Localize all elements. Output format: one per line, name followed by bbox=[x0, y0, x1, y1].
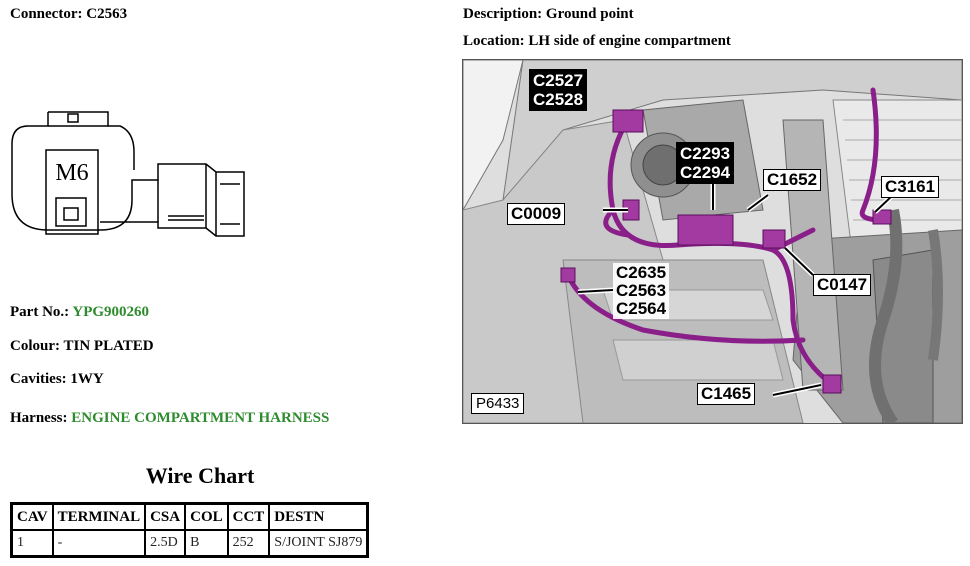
cell-csa: 2.5D bbox=[144, 529, 187, 558]
callout-c0147: C0147 bbox=[813, 274, 872, 296]
col-terminal: TERMINAL bbox=[51, 502, 147, 531]
table-header-row: CAV TERMINAL CSA COL CCT DESTN bbox=[10, 502, 369, 531]
part-no-value: YPG900260 bbox=[72, 304, 150, 320]
callout-c2293: C2293 bbox=[680, 144, 731, 163]
callout-c2563: C2563 bbox=[616, 281, 667, 300]
cavities-value: 1WY bbox=[70, 371, 104, 387]
colour-value: TIN PLATED bbox=[63, 338, 154, 354]
col-cav: CAV bbox=[10, 502, 54, 531]
callout-c2564: C2564 bbox=[616, 299, 667, 318]
connector-label: Connector: C2563 bbox=[10, 6, 128, 22]
cell-cav: 1 bbox=[10, 529, 54, 558]
colour-label: Colour: TIN PLATED bbox=[10, 338, 154, 354]
cavities-label: Cavities: 1WY bbox=[10, 371, 104, 387]
col-cct: CCT bbox=[226, 502, 271, 531]
col-destn: DESTN bbox=[268, 502, 369, 531]
callout-c0009: C0009 bbox=[507, 203, 566, 225]
photo-reference: P6433 bbox=[471, 393, 525, 414]
connector-diagram: M6 bbox=[11, 111, 245, 237]
cell-col: B bbox=[184, 529, 229, 558]
location-value: LH side of engine compartment bbox=[528, 33, 731, 49]
wire-chart-table: CAV TERMINAL CSA COL CCT DESTN 1 - 2.5D … bbox=[10, 502, 370, 558]
harness-value: ENGINE COMPARTMENT HARNESS bbox=[71, 410, 330, 426]
callout-c2527: C2527 bbox=[533, 71, 584, 90]
connector-value: C2563 bbox=[86, 6, 128, 22]
callout-c1652: C1652 bbox=[763, 169, 822, 191]
callout-c2294: C2294 bbox=[680, 163, 731, 182]
callout-c2527-c2528: C2527 C2528 bbox=[529, 69, 588, 111]
table-row: 1 - 2.5D B 252 S/JOINT SJ879 bbox=[10, 529, 369, 558]
engine-illustration bbox=[463, 60, 962, 423]
description-label: Description: Ground point bbox=[463, 6, 634, 22]
callout-c1465: C1465 bbox=[697, 383, 756, 405]
col-csa: CSA bbox=[144, 502, 187, 531]
cell-terminal: - bbox=[51, 529, 147, 558]
callout-c2293-c2294: C2293 C2294 bbox=[676, 142, 735, 184]
m6-label: M6 bbox=[55, 160, 88, 186]
location-label: Location: LH side of engine compartment bbox=[463, 33, 731, 49]
cell-cct: 252 bbox=[226, 529, 271, 558]
wire-chart-title: Wire Chart bbox=[145, 463, 255, 488]
col-col: COL bbox=[184, 502, 229, 531]
callout-c2635-group: C2635 C2563 C2564 bbox=[613, 263, 670, 319]
cell-destn: S/JOINT SJ879 bbox=[268, 529, 369, 558]
callout-c2528: C2528 bbox=[533, 90, 584, 109]
engine-compartment-photo: C2527 C2528 C2293 C2294 C1652 C3161 C000… bbox=[462, 59, 963, 424]
part-no-label: Part No.: YPG900260 bbox=[10, 304, 150, 320]
callout-c3161: C3161 bbox=[881, 176, 940, 198]
harness-label: Harness: ENGINE COMPARTMENT HARNESS bbox=[10, 410, 330, 426]
description-value: Ground point bbox=[545, 6, 634, 22]
callout-c2635: C2635 bbox=[616, 263, 667, 282]
